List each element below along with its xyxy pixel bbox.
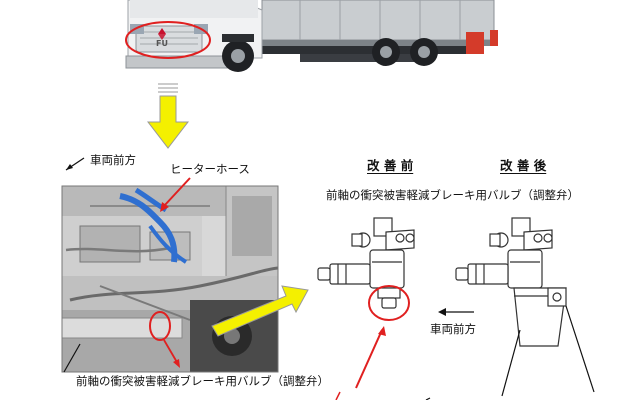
before-improvement-heading: 改 善 前 — [367, 158, 414, 173]
truck-rear-wheels — [372, 38, 438, 66]
grille-callout-ellipse — [125, 21, 211, 59]
mitsubishi-logo-icon — [158, 28, 166, 40]
vehicle-front-label-right: 車両前方 — [430, 322, 476, 336]
valve-label-top: 前軸の衝突被害軽減ブレーキ用バルブ（調整弁） — [326, 188, 579, 202]
truck-cab — [125, 0, 263, 72]
heater-hose-label: ヒーターホース — [170, 162, 250, 176]
valve-label-bottom: 前軸の衝突被害軽減ブレーキ用バルブ（調整弁） — [76, 374, 329, 388]
grille-badge: FU — [156, 39, 168, 48]
vehicle-front-label-left: 車両前方 — [90, 153, 136, 167]
after-improvement-heading: 改 善 後 — [500, 158, 547, 173]
